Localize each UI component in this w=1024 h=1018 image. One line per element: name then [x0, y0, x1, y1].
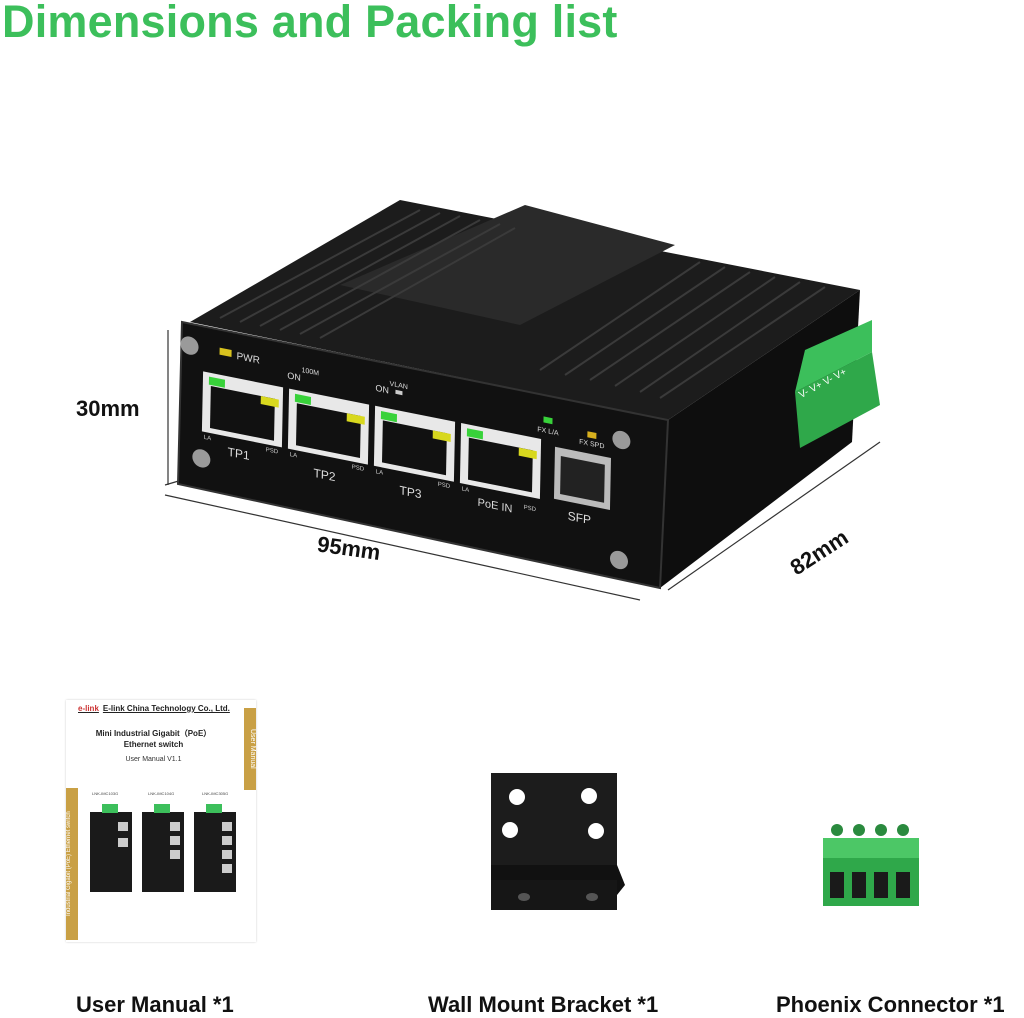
- depth-dimension: 82mm: [786, 524, 853, 580]
- sfp-port: SFP: [553, 446, 611, 528]
- port-tp1: TP1 LA PSD: [201, 371, 284, 463]
- fx-la-label: FX L/A: [537, 426, 559, 437]
- vlan-label: VLAN: [390, 381, 408, 392]
- vlan-on-label: ON: [375, 383, 389, 396]
- la-label: LA: [462, 486, 470, 494]
- psd-label: PSD: [438, 482, 451, 491]
- manual-model: LNK-IMC104G: [148, 791, 175, 796]
- manual-model: LNK-IMC305G: [202, 791, 229, 796]
- width-dimension: 95mm: [316, 531, 382, 565]
- caption-phoenix-connector: Phoenix Connector *1: [776, 992, 1005, 1017]
- screw-icon: [612, 430, 631, 450]
- la-label: LA: [376, 469, 384, 477]
- dip-on-label: ON: [287, 370, 301, 383]
- manual-switch-images: [90, 804, 236, 892]
- phoenix-connector: [823, 824, 919, 906]
- vlan-switch[interactable]: [395, 389, 403, 396]
- la-label: LA: [204, 435, 212, 443]
- screw-icon: [192, 449, 211, 468]
- psd-label: PSD: [266, 447, 279, 456]
- caption-user-manual: User Manual *1: [76, 992, 234, 1017]
- port-label: TP3: [399, 483, 422, 501]
- power-terminal: V- V+ V- V+: [795, 320, 880, 448]
- manual-model: LNK-IMC103G: [92, 791, 119, 796]
- pwr-label: PWR: [236, 351, 260, 367]
- psd-label: PSD: [524, 505, 537, 514]
- manual-title-line2: Ethernet switch: [123, 740, 184, 749]
- fx-la-led: [543, 416, 553, 425]
- fx-spd-led: [587, 431, 597, 440]
- psd-label: PSD: [352, 464, 365, 473]
- caption-wall-mount-bracket: Wall Mount Bracket *1: [428, 992, 659, 1017]
- fx-spd-label: FX SPD: [579, 439, 604, 451]
- manual-title-line1: Mini Industrial Gigabit（PoE）: [95, 729, 212, 738]
- manual-title: Mini Industrial Gigabit（PoE） Ethernet swi…: [66, 728, 241, 750]
- la-label: LA: [290, 452, 298, 460]
- manual-company-name: E-link China Technology Co., Ltd.: [102, 704, 230, 713]
- screw-icon: [609, 550, 629, 570]
- manual-brand: e-link: [78, 704, 99, 713]
- manual-version: User Manual V1.1: [125, 756, 182, 763]
- height-dimension: 30mm: [76, 396, 140, 421]
- pwr-led: [219, 347, 232, 358]
- wall-mount-bracket: [491, 773, 625, 910]
- port-label: TP1: [227, 445, 250, 463]
- port-tp2: TP2 LA PSD: [287, 388, 370, 484]
- dimension-lines: [164, 330, 881, 601]
- screw-icon: [180, 336, 199, 355]
- dip-100m-label: 100M: [301, 367, 319, 377]
- manual-side-label: User Manual: [244, 708, 256, 790]
- port-tp3: TP3 LA PSD: [373, 405, 456, 501]
- page-title: Dimensions and Packing list: [2, 0, 618, 47]
- port-label: TP2: [313, 466, 336, 484]
- sfp-label: SFP: [568, 509, 592, 528]
